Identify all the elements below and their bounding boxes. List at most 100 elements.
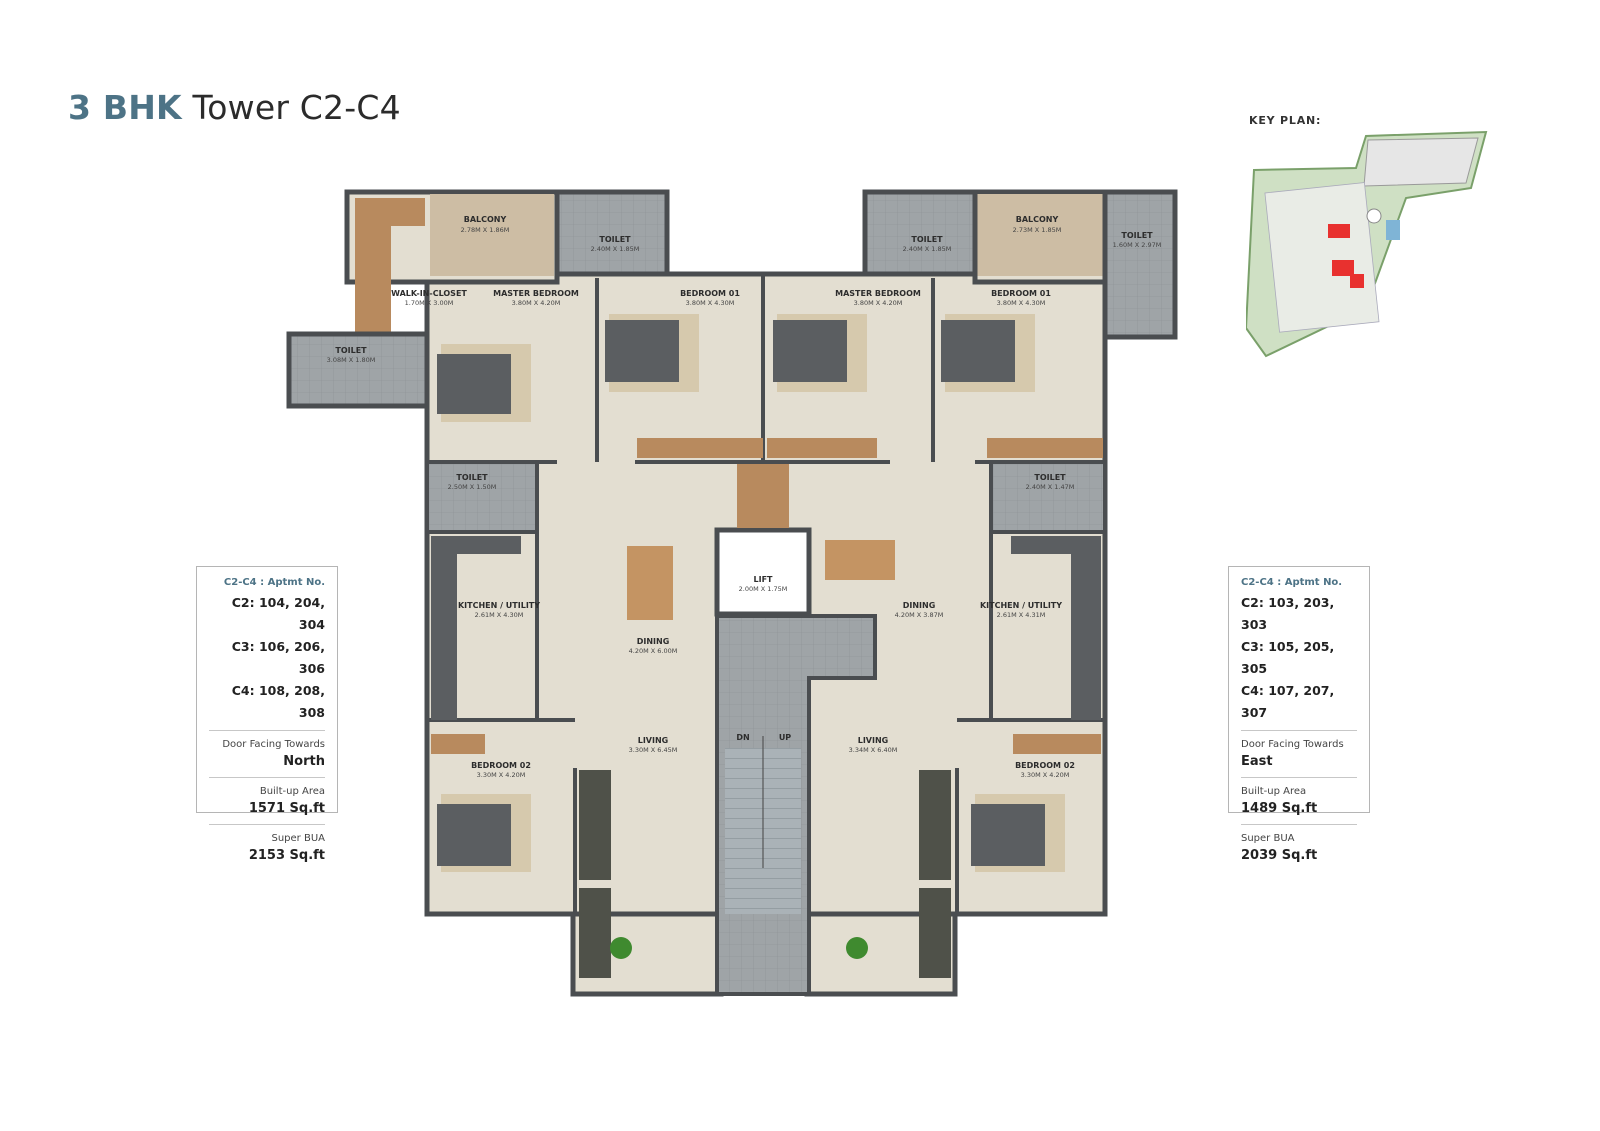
info-right-sbua-value: 2039 Sq.ft bbox=[1241, 848, 1318, 863]
lift-core-wall bbox=[737, 464, 789, 528]
info-left-door-label: Door Facing Towards bbox=[222, 739, 325, 750]
label-lift: LIFT bbox=[754, 575, 774, 584]
beds bbox=[437, 314, 1065, 872]
info-right-bua-value: 1489 Sq.ft bbox=[1241, 801, 1318, 816]
info-left-divider bbox=[209, 777, 325, 778]
dim-toilet-top-right: 2.40M X 1.85M bbox=[903, 245, 952, 253]
label-master-bedroom-right: MASTER BEDROOM bbox=[835, 289, 921, 298]
key-plan-highlight-2 bbox=[1332, 260, 1354, 276]
title-bhk: 3 BHK bbox=[68, 88, 182, 127]
lift-shaft bbox=[714, 527, 812, 617]
apartment-info-right: C2-C4 : Aptmt No. C2: 103, 203, 303 C3: … bbox=[1228, 566, 1370, 863]
label-toilet-left-wing: TOILET bbox=[335, 346, 367, 355]
dim-kitchen-left: 2.61M X 4.30M bbox=[475, 611, 524, 619]
title-tower: Tower C2-C4 bbox=[181, 88, 401, 127]
dim-living-left: 3.30M X 6.45M bbox=[629, 746, 678, 754]
info-right-divider bbox=[1241, 777, 1357, 778]
info-right-apt-c4: C4: 107, 207, 307 bbox=[1241, 683, 1335, 720]
info-right-apt-c2: C2: 103, 203, 303 bbox=[1241, 595, 1335, 632]
info-left-divider bbox=[209, 730, 325, 731]
apartment-info-left: C2-C4 : Aptmt No. C2: 104, 204, 304 C3: … bbox=[196, 566, 338, 863]
dim-balcony-right: 2.73M X 1.85M bbox=[1013, 226, 1062, 234]
label-toilet-top-left: TOILET bbox=[599, 235, 631, 244]
label-bedroom02-right: BEDROOM 02 bbox=[1015, 761, 1075, 770]
toilet-top-right-tile bbox=[862, 189, 978, 277]
toilet-mid-left-tile bbox=[425, 460, 539, 534]
label-balcony-right: BALCONY bbox=[1016, 215, 1059, 224]
info-right-sbua-label: Super BUA bbox=[1241, 833, 1295, 844]
plant-left bbox=[610, 937, 632, 959]
dim-toilet-far-right: 1.60M X 2.97M bbox=[1113, 241, 1162, 249]
closet-strip-top bbox=[355, 198, 425, 226]
toilet-far-right-tile bbox=[1102, 189, 1178, 340]
info-right-divider bbox=[1241, 824, 1357, 825]
kitchen-counters bbox=[431, 536, 1101, 720]
info-right-divider bbox=[1241, 730, 1357, 731]
info-right-heading: C2-C4 : Aptmt No. bbox=[1241, 577, 1343, 588]
balcony-left-area bbox=[430, 194, 554, 276]
dim-master-bedroom-left: 3.80M X 4.20M bbox=[512, 299, 561, 307]
label-walk-in-closet: WALK-IN-CLOSET bbox=[391, 289, 467, 298]
label-bedroom01-right: BEDROOM 01 bbox=[991, 289, 1051, 298]
label-living-left: LIVING bbox=[638, 736, 669, 745]
label-master-bedroom-left: MASTER BEDROOM bbox=[493, 289, 579, 298]
dim-lift: 2.00M X 1.75M bbox=[739, 585, 788, 593]
label-living-right: LIVING bbox=[858, 736, 889, 745]
dim-toilet-mid-right: 2.40M X 1.47M bbox=[1026, 483, 1075, 491]
info-left-apt-c2: C2: 104, 204, 304 bbox=[231, 595, 325, 632]
info-right-door-label: Door Facing Towards bbox=[1241, 739, 1344, 750]
floor-plan: BALCONY 2.78M X 1.86M TOILET 2.40M X 1.8… bbox=[286, 189, 1178, 997]
key-plan-highlight-1 bbox=[1328, 224, 1350, 238]
info-left-divider bbox=[209, 824, 325, 825]
dim-dining-left: 4.20M X 6.00M bbox=[629, 647, 678, 655]
dim-dining-right: 4.20M X 3.87M bbox=[895, 611, 944, 619]
dim-balcony-left: 2.78M X 1.86M bbox=[461, 226, 510, 234]
info-right-bua-label: Built-up Area bbox=[1241, 786, 1307, 797]
dining-tables bbox=[627, 540, 895, 620]
label-dining-left: DINING bbox=[637, 637, 670, 646]
wardrobes bbox=[431, 438, 1103, 754]
dim-bedroom01-right: 3.80M X 4.30M bbox=[997, 299, 1046, 307]
dim-kitchen-right: 2.61M X 4.31M bbox=[997, 611, 1046, 619]
info-left-apt-c3: C3: 106, 206, 306 bbox=[231, 639, 325, 676]
info-left-apt-c4: C4: 108, 208, 308 bbox=[231, 683, 325, 720]
dim-bedroom02-right: 3.30M X 4.20M bbox=[1021, 771, 1070, 779]
key-plan-villa-rows bbox=[1264, 182, 1380, 333]
info-right-door-value: East bbox=[1241, 754, 1273, 769]
label-toilet-far-right: TOILET bbox=[1121, 231, 1153, 240]
label-toilet-mid-left: TOILET bbox=[456, 473, 488, 482]
info-left-sbua-value: 2153 Sq.ft bbox=[248, 848, 325, 863]
key-plan-pool bbox=[1386, 220, 1400, 240]
label-stair-dn: DN bbox=[736, 733, 749, 742]
key-plan-top-block bbox=[1363, 137, 1479, 187]
key-plan-roundabout bbox=[1366, 208, 1382, 224]
label-kitchen-left: KITCHEN / UTILITY bbox=[458, 601, 540, 610]
label-toilet-mid-right: TOILET bbox=[1034, 473, 1066, 482]
dim-living-right: 3.34M X 6.40M bbox=[849, 746, 898, 754]
key-plan-highlight-3 bbox=[1350, 274, 1364, 288]
info-left-sbua-label: Super BUA bbox=[271, 833, 326, 844]
label-balcony-left: BALCONY bbox=[464, 215, 507, 224]
label-toilet-top-right: TOILET bbox=[911, 235, 943, 244]
label-dining-right: DINING bbox=[903, 601, 936, 610]
key-plan-map bbox=[1246, 130, 1488, 358]
info-left-heading: C2-C4 : Aptmt No. bbox=[223, 577, 325, 588]
toilet-left-wing-tile bbox=[286, 331, 430, 409]
dim-walk-in-closet: 1.70M X 3.00M bbox=[405, 299, 454, 307]
balcony-right-area bbox=[977, 194, 1105, 276]
dim-bedroom02-left: 3.30M X 4.20M bbox=[477, 771, 526, 779]
info-left-bua-label: Built-up Area bbox=[259, 786, 325, 797]
dim-toilet-top-left: 2.40M X 1.85M bbox=[591, 245, 640, 253]
sofas bbox=[579, 770, 951, 978]
label-kitchen-right: KITCHEN / UTILITY bbox=[980, 601, 1062, 610]
plant-right bbox=[846, 937, 868, 959]
label-bedroom02-left: BEDROOM 02 bbox=[471, 761, 531, 770]
dim-toilet-left-wing: 3.08M X 1.80M bbox=[327, 356, 376, 364]
info-left-bua-value: 1571 Sq.ft bbox=[248, 801, 325, 816]
toilet-top-left-tile bbox=[554, 189, 670, 277]
info-left-door-value: North bbox=[283, 754, 325, 769]
toilet-mid-right-tile bbox=[989, 460, 1107, 534]
key-plan-label: KEY PLAN: bbox=[1249, 114, 1322, 127]
page-title: 3 BHK Tower C2-C4 bbox=[68, 88, 401, 127]
label-stair-up: UP bbox=[779, 733, 791, 742]
